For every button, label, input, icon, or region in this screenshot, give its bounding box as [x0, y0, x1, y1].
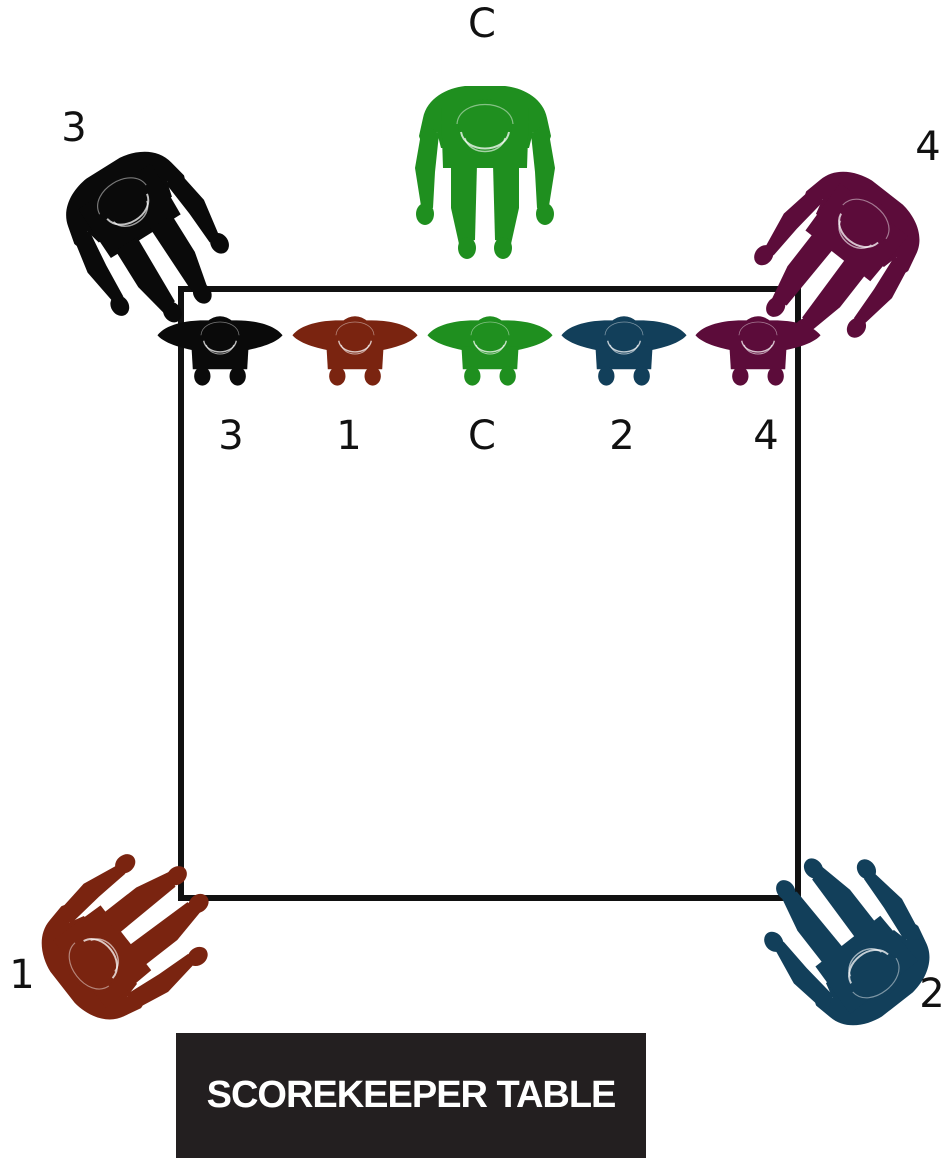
- label-bottom-left: 1: [9, 955, 34, 995]
- lineup-label-5th: 4: [753, 416, 778, 456]
- label-bottom-right: 2: [919, 974, 942, 1014]
- official-2-bottom-right: [739, 829, 942, 1047]
- court-boundary: [181, 289, 798, 898]
- lineup-official-2: [561, 316, 686, 385]
- lineup-official-1: [292, 316, 417, 385]
- lineup-label-3rd: C: [468, 416, 496, 456]
- official-c-top: [415, 86, 555, 259]
- label-top-left: 3: [61, 108, 86, 148]
- lineup-label-2nd: 1: [336, 416, 361, 456]
- lineup-official-c: [427, 316, 552, 385]
- label-top-center: C: [468, 4, 496, 44]
- lineup-official-3: [157, 316, 282, 385]
- scorekeeper-table-box: SCOREKEEPER TABLE: [176, 1033, 646, 1158]
- lineup-label-1st: 3: [218, 416, 243, 456]
- lineup-official-4: [695, 316, 820, 385]
- scorekeeper-table-label: SCOREKEEPER TABLE: [207, 1074, 616, 1117]
- official-1-bottom-left: [20, 829, 238, 1041]
- official-3-top-left: [45, 132, 251, 348]
- lineup-label-4th: 2: [609, 416, 634, 456]
- label-top-right: 4: [915, 127, 940, 167]
